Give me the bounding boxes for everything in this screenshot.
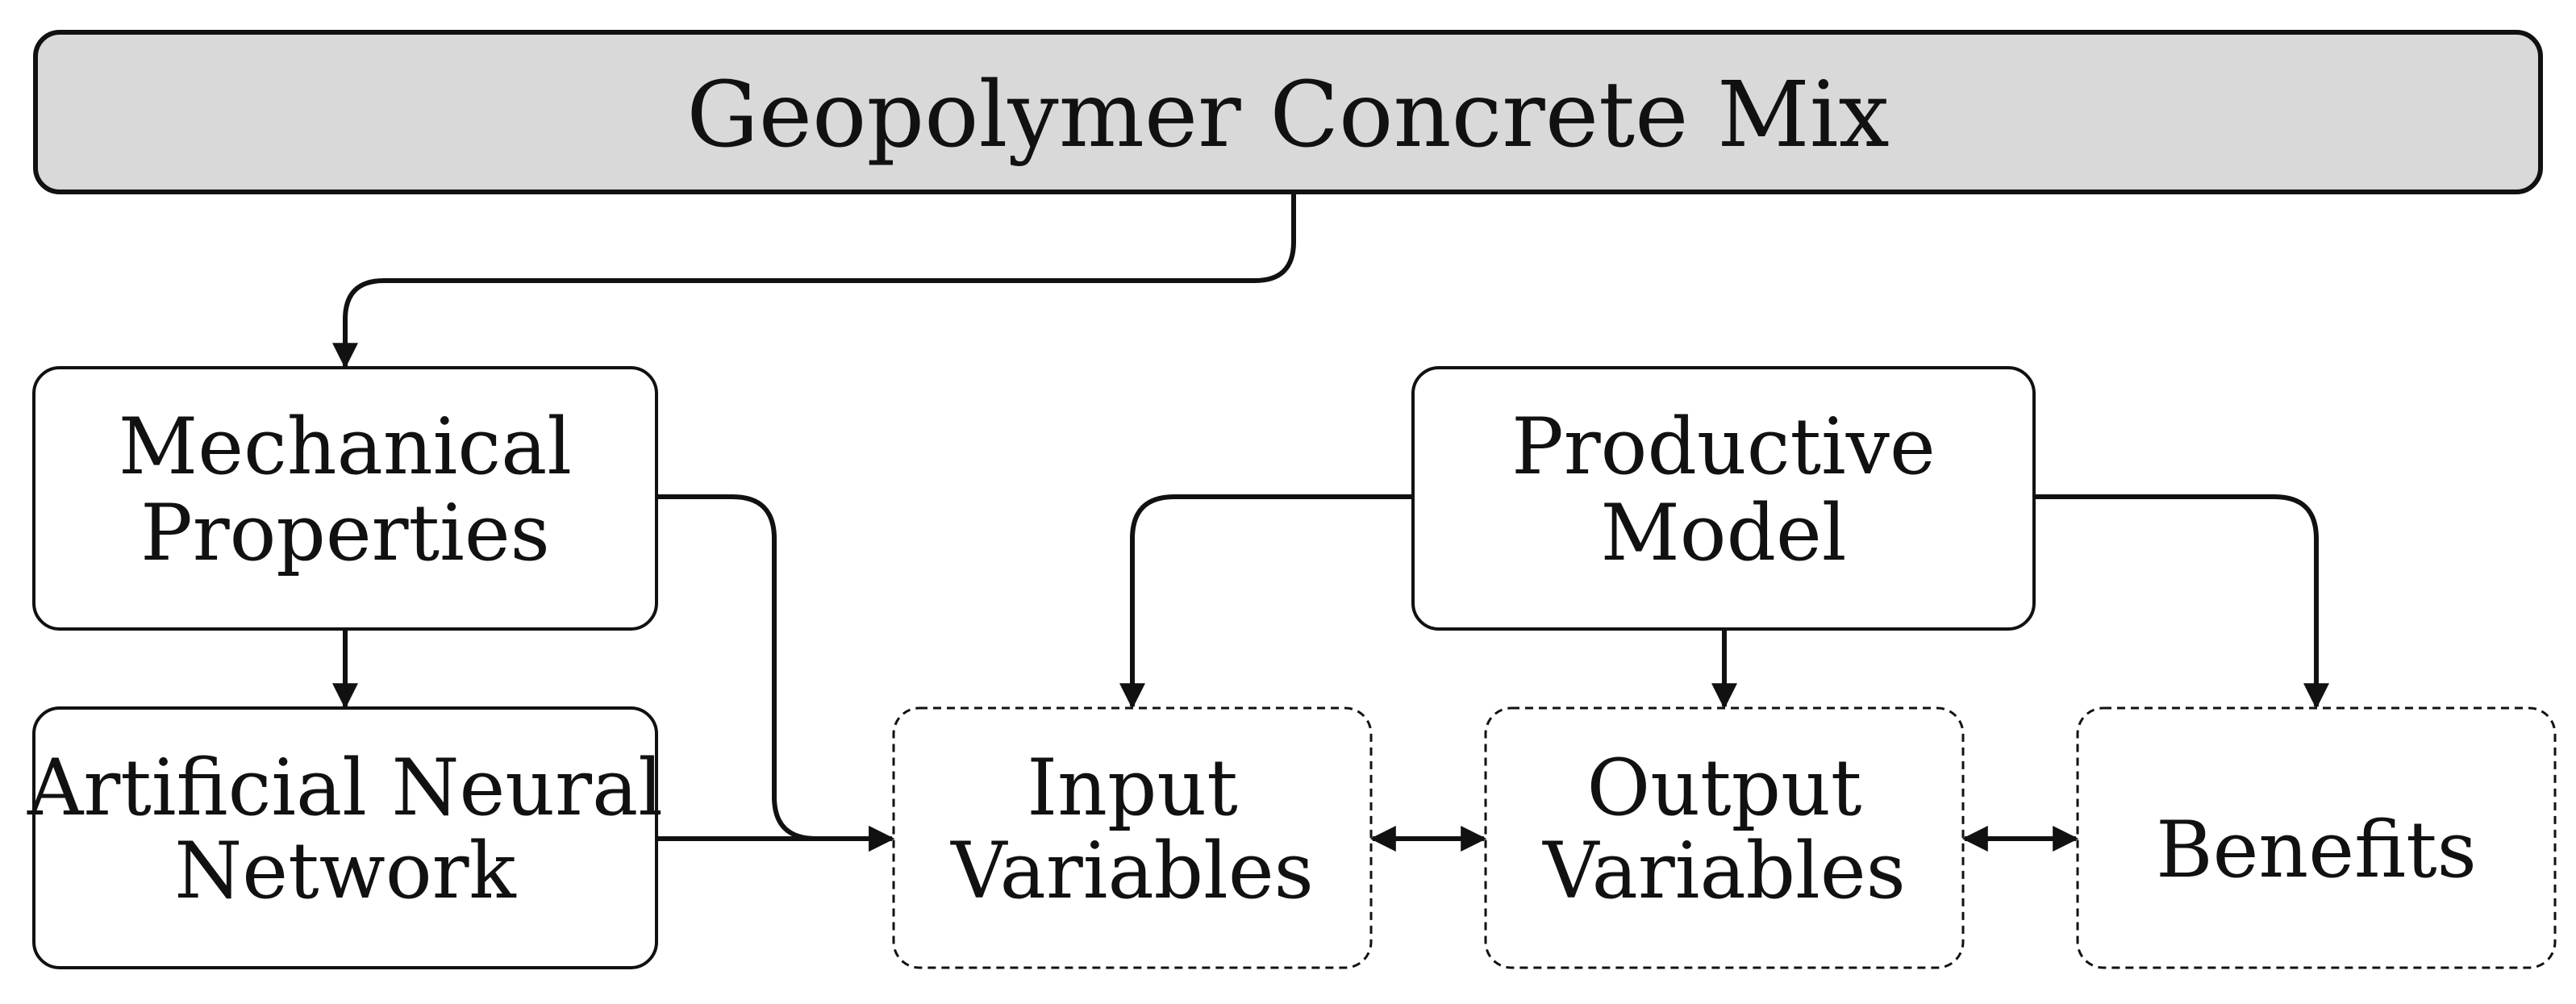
productive-model-node: Productive Model <box>1411 366 2036 631</box>
input-variables-node: Input Variables <box>892 706 1373 969</box>
mechanical-properties-label-line2: Properties <box>140 488 550 578</box>
input-variables-label-line1: Input <box>1027 743 1238 833</box>
arrow-mechanical-to-input <box>658 494 895 852</box>
output-variables-label-line2: Variables <box>1542 826 1906 916</box>
ann-node: Artificial Neural Network <box>27 706 663 969</box>
header-node: Geopolymer Concrete Mix <box>33 30 2543 194</box>
arrow-header-to-mechanical <box>332 194 1296 369</box>
ann-label-line1: Artificial Neural <box>27 743 663 833</box>
benefits-node: Benefits <box>2076 706 2557 969</box>
productive-model-box <box>1411 366 2036 631</box>
header-title: Geopolymer Concrete Mix <box>686 63 1889 168</box>
ann-label-line2: Network <box>174 826 516 916</box>
output-variables-label-line1: Output <box>1587 743 1862 833</box>
arrow-productive-to-input <box>1119 494 1411 710</box>
productive-model-label-line1: Productive <box>1511 402 1936 492</box>
productive-model-label-line2: Model <box>1600 488 1846 578</box>
mechanical-properties-node: Mechanical Properties <box>32 366 658 631</box>
arrow-productive-to-benefits <box>2036 494 2329 710</box>
input-variables-label-line2: Variables <box>950 826 1314 916</box>
mechanical-properties-label-line1: Mechanical <box>119 402 572 492</box>
benefits-label: Benefits <box>2156 805 2477 895</box>
output-variables-node: Output Variables <box>1484 706 1965 969</box>
header-box <box>33 30 2543 194</box>
